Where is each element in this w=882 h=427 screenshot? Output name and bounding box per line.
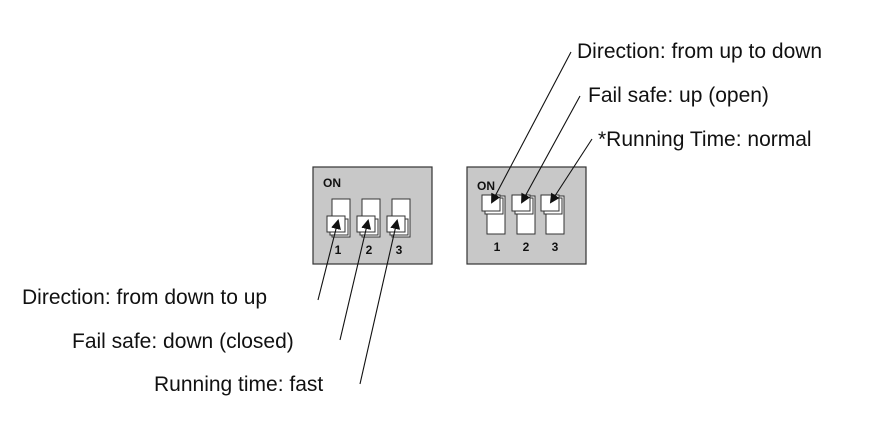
- caption-left-running-time: Running time: fast: [154, 373, 323, 396]
- leader-line-right-fail-safe: [521, 95, 581, 204]
- leader-line-left-fail-safe: [339, 219, 372, 341]
- caption-left-fail-safe: Fail safe: down (closed): [72, 330, 294, 353]
- caption-right-fail-safe: Fail safe: up (open): [588, 84, 769, 107]
- leader-line-right-running-time: [549, 138, 593, 204]
- leader-line-left-direction: [317, 219, 341, 301]
- leader-lines: [317, 51, 593, 385]
- caption-left-direction: Direction: from down to up: [22, 286, 267, 309]
- right-dip-switch-panel: ON 1 2 3: [466, 166, 587, 265]
- left-switch-2-number: 2: [366, 243, 373, 257]
- right-switch-1-lever: [481, 194, 501, 212]
- caption-right-direction: Direction: from up to down: [577, 40, 822, 63]
- caption-right-running-time: *Running Time: normal: [598, 128, 812, 151]
- leader-line-left-running-time: [359, 219, 401, 385]
- right-switch-1-number: 1: [494, 240, 501, 254]
- right-switch-3-lever: [540, 194, 560, 212]
- left-panel-on-label: ON: [323, 176, 341, 190]
- right-switch-2[interactable]: 2: [511, 194, 536, 254]
- right-switch-2-lever: [511, 194, 531, 212]
- leader-line-right-direction: [491, 51, 572, 204]
- right-panel-on-label: ON: [477, 179, 495, 193]
- right-switch-2-number: 2: [523, 240, 530, 254]
- left-switch-3-number: 3: [396, 243, 403, 257]
- left-switch-1-number: 1: [335, 243, 342, 257]
- right-switch-3-number: 3: [552, 240, 559, 254]
